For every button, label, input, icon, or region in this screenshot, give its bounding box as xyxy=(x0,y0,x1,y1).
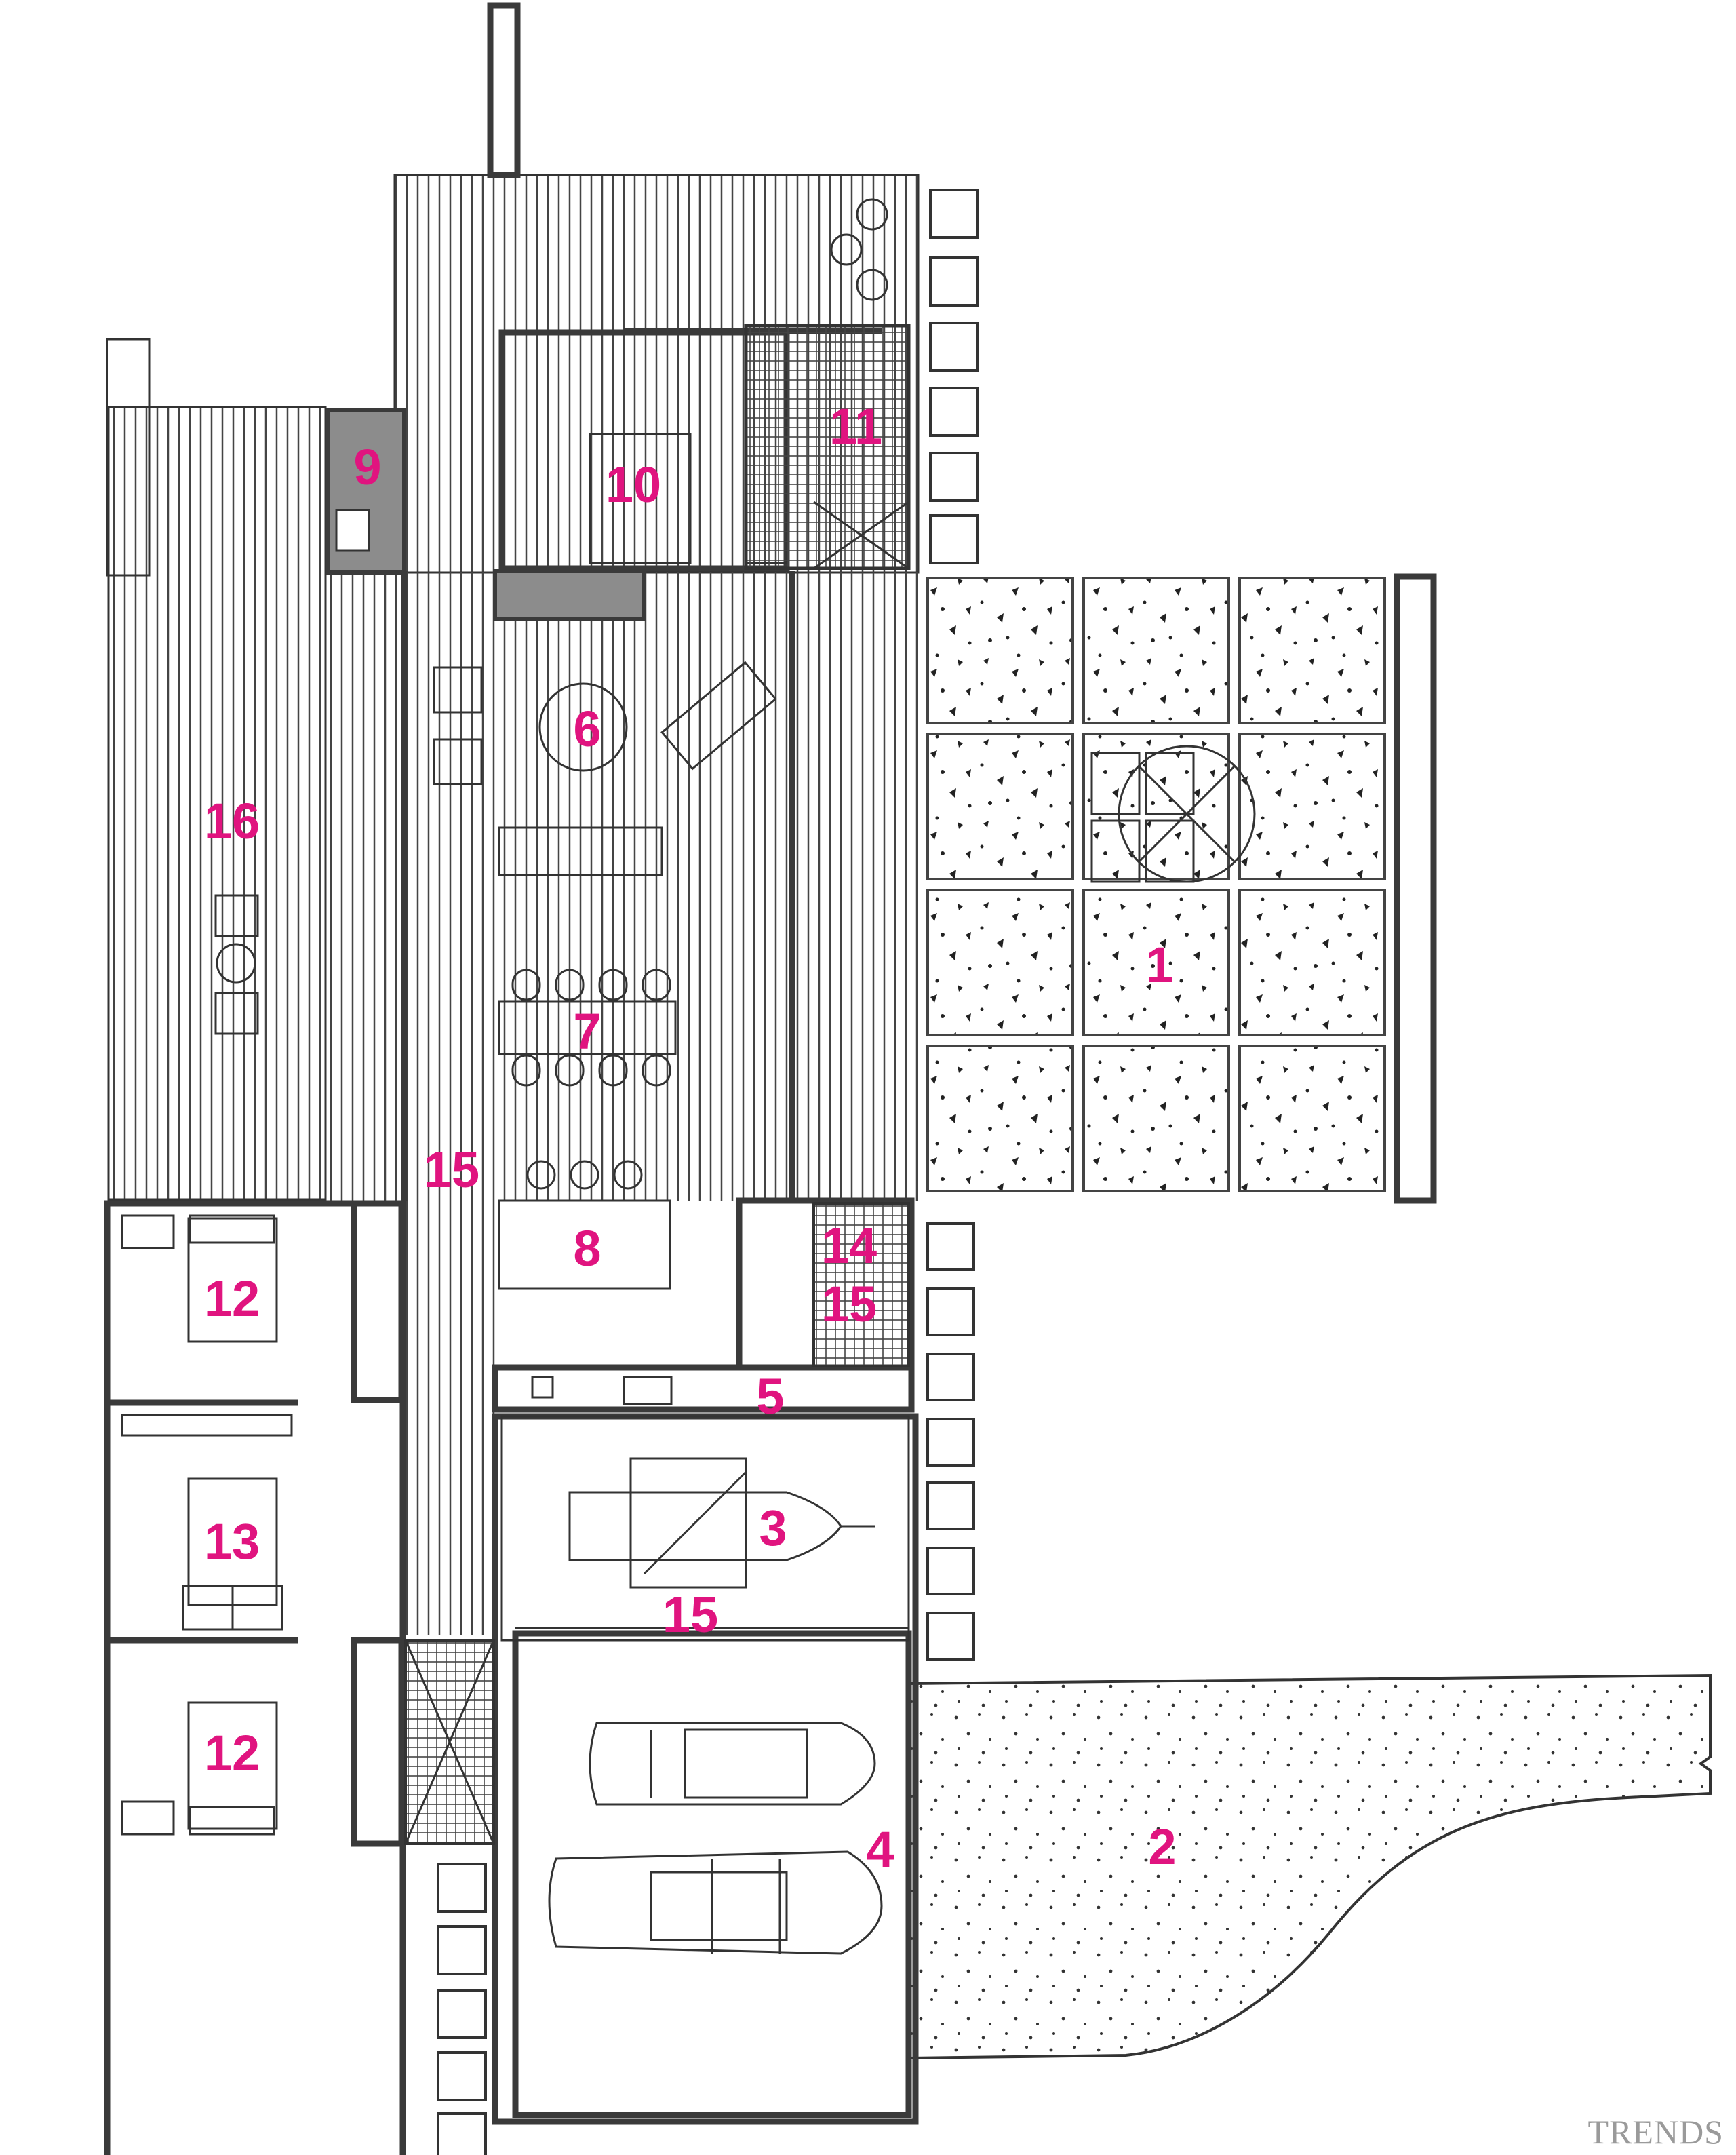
garage xyxy=(492,1413,919,2125)
label-9: 9 xyxy=(353,439,381,495)
label-courtyard: 16 xyxy=(204,793,260,849)
kitchenette-counter xyxy=(493,569,646,621)
terrace-table-set xyxy=(1090,745,1256,883)
dining-chair xyxy=(511,1054,541,1087)
terrace-tile xyxy=(926,1045,1074,1192)
label-terrace: 1 xyxy=(1145,937,1173,993)
terrace-tile xyxy=(1238,1045,1386,1192)
paver xyxy=(929,256,979,307)
label-driveway: 2 xyxy=(1148,1819,1176,1875)
label-15-garage: 15 xyxy=(663,1587,718,1643)
label-bedroom-bottom: 12 xyxy=(204,1725,260,1781)
terrace-tile xyxy=(1082,1045,1230,1192)
driveway xyxy=(907,1673,1712,2060)
terrace-tile xyxy=(1238,889,1386,1036)
paver xyxy=(929,452,979,502)
dining-set xyxy=(498,969,677,1087)
label-boat: 3 xyxy=(759,1500,787,1556)
label-dining: 7 xyxy=(573,1003,601,1060)
paver xyxy=(929,189,979,239)
pool-terrace xyxy=(922,571,1437,1204)
label-bedroom-top: 12 xyxy=(204,1270,260,1327)
paver xyxy=(437,1863,487,1913)
paver xyxy=(926,1547,975,1595)
paver xyxy=(926,1418,975,1467)
terrace-tile xyxy=(1082,733,1230,880)
boat-bay xyxy=(500,1415,910,1642)
dining-chair xyxy=(555,1054,585,1087)
ensuite-11 xyxy=(744,324,911,570)
paver xyxy=(437,1925,487,1975)
courtyard-seating xyxy=(214,894,259,1035)
label-ensuite: 11 xyxy=(829,398,882,454)
dining-chair xyxy=(642,1054,671,1087)
trends-watermark: TRENDS xyxy=(1588,2113,1724,2151)
paver xyxy=(929,322,979,372)
bed-middle xyxy=(121,1414,293,1631)
terrace-tile xyxy=(1238,733,1386,880)
paver xyxy=(926,1287,975,1336)
label-kitchen: 8 xyxy=(573,1220,601,1277)
label-13: 13 xyxy=(204,1513,260,1570)
living-walls xyxy=(401,571,915,1413)
terrace-tile xyxy=(1082,889,1230,1036)
living-floor xyxy=(326,572,918,1635)
kitchen-island xyxy=(498,1160,671,1290)
laundry-sink xyxy=(335,509,370,552)
dining-chair xyxy=(511,969,541,1001)
label-15-bath: 15 xyxy=(821,1276,877,1332)
dining-chair xyxy=(598,1054,628,1087)
paver xyxy=(926,1222,975,1271)
terrace-tile xyxy=(926,733,1074,880)
label-14: 14 xyxy=(821,1218,877,1274)
terrace-tile xyxy=(1082,577,1230,724)
paver xyxy=(926,1353,975,1401)
side-deck xyxy=(106,338,327,1201)
stepping-pavers xyxy=(437,189,979,2155)
entry-pole xyxy=(487,2,521,178)
room-labels: 1 2 3 4 5 6 7 8 9 10 11 12 12 13 14 15 1… xyxy=(204,398,1177,1878)
paver xyxy=(437,2112,487,2155)
label-15-hall: 15 xyxy=(424,1142,479,1198)
paver xyxy=(437,1989,487,2039)
paver xyxy=(929,514,979,564)
terrace-tile xyxy=(926,889,1074,1036)
label-garage: 4 xyxy=(866,1821,894,1878)
paver xyxy=(929,387,979,437)
terrace-tile xyxy=(1238,577,1386,724)
paver xyxy=(926,1612,975,1661)
dining-chair xyxy=(555,969,585,1001)
car-bottom xyxy=(548,1850,883,1955)
deck-chairs xyxy=(830,198,888,301)
bedroom-wing xyxy=(104,1200,495,2155)
bed-top xyxy=(121,1214,278,1343)
paver xyxy=(926,1481,975,1530)
label-master-bedroom: 10 xyxy=(606,457,661,513)
lounge-furniture xyxy=(433,661,777,876)
label-5: 5 xyxy=(756,1368,784,1424)
terrace-tile xyxy=(926,577,1074,724)
car-top xyxy=(589,1722,876,1806)
dining-chair xyxy=(642,969,671,1001)
paver xyxy=(437,2051,487,2101)
label-lounge: 6 xyxy=(573,701,601,757)
kitchen-bench xyxy=(531,1376,673,1405)
dining-chair xyxy=(598,969,628,1001)
bed-bottom xyxy=(121,1701,278,1836)
